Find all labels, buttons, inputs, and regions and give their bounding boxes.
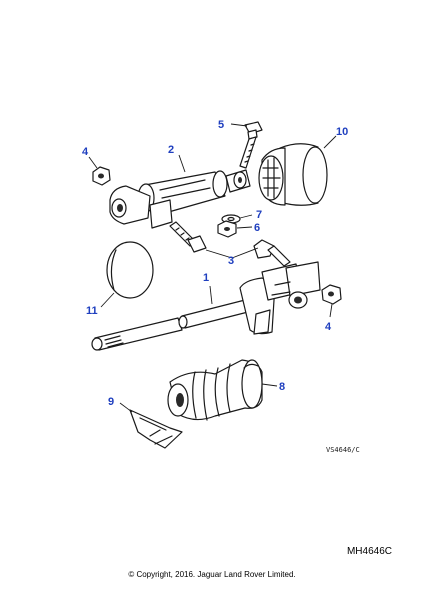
callout-11: 11 (86, 305, 98, 317)
callout-6: 6 (254, 222, 260, 234)
leader-lines (88, 123, 337, 413)
callout-5: 5 (218, 119, 224, 131)
part-11-plug (106, 241, 154, 299)
callout-8: 8 (279, 381, 285, 393)
part-2-upper-shaft (109, 169, 251, 229)
callout-7: 7 (256, 209, 262, 221)
part-6-nut (217, 220, 237, 238)
part-4-nut-lower (321, 284, 342, 305)
part-5-bolt (239, 121, 263, 169)
part-3-bolts (169, 221, 291, 267)
callout-3: 3 (228, 255, 234, 267)
callout-10: 10 (336, 126, 348, 138)
part-1-lower-shaft (91, 261, 321, 351)
callout-1: 1 (203, 272, 209, 284)
part-4-nut-upper (92, 166, 111, 186)
copyright-notice: © Copyright, 2016. Jaguar Land Rover Lim… (128, 570, 296, 579)
part-10-boot (258, 143, 328, 206)
callout-4-lower: 4 (325, 321, 332, 333)
drawing-reference: VS4646/C (326, 446, 360, 454)
callout-9: 9 (108, 396, 114, 408)
callout-4-upper: 4 (82, 146, 89, 158)
callout-2: 2 (168, 144, 174, 156)
part-8-gaiter (167, 359, 263, 421)
part-9-clip (129, 409, 183, 449)
diagram-code: MH4646C (346, 546, 392, 557)
callouts: 1 2 3 4 4 5 6 7 8 9 10 11 (82, 119, 348, 408)
